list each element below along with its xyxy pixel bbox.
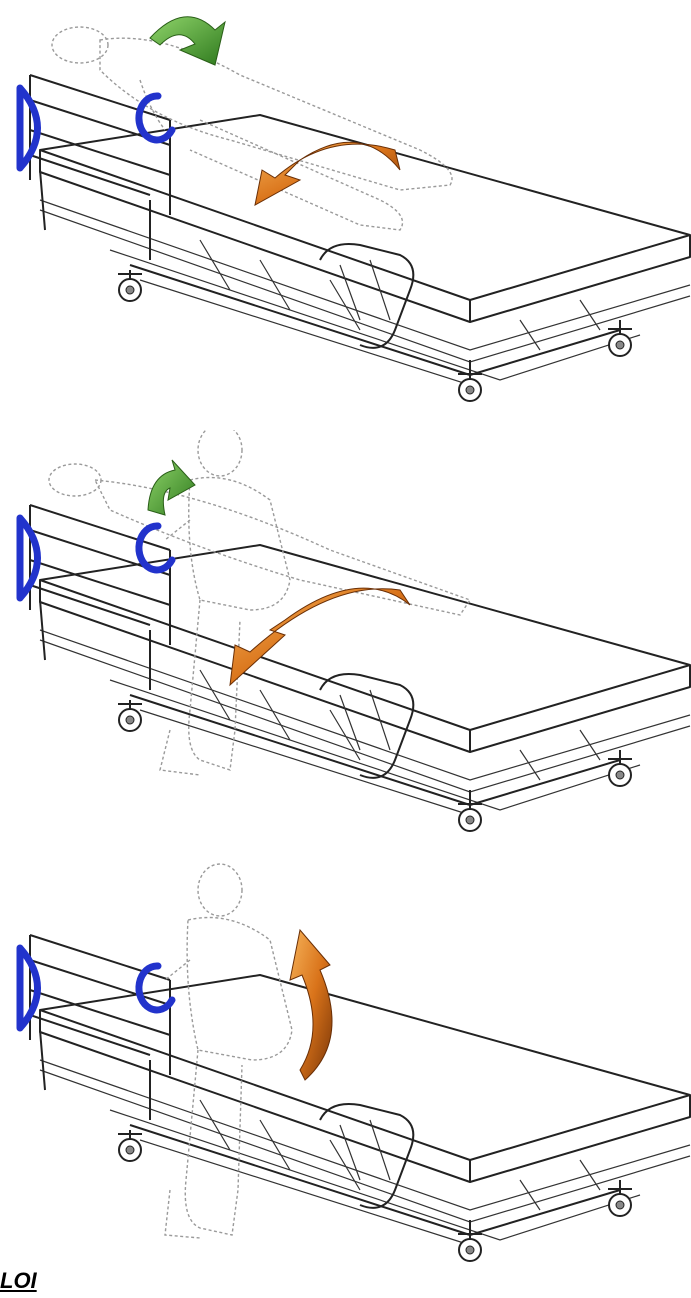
wheel-icon [118,1134,142,1161]
step-1-panel [0,0,691,430]
step-3-illustration [0,860,691,1290]
wheel-icon [118,274,142,301]
green-curved-arrow [150,17,225,65]
wheel-icon [458,1234,482,1261]
step-2-panel [0,430,691,860]
orange-curved-arrow [255,142,400,205]
hand-loop-icon [139,526,172,570]
caption-label: LOI [0,1268,37,1294]
lying-person-figure [52,27,452,230]
orange-curved-arrow [230,588,410,685]
ghost-lying-figure [49,464,470,615]
hospital-bed [30,935,690,1245]
orange-curved-arrow [290,930,332,1080]
hospital-bed [30,505,690,815]
wheel-icon [118,704,142,731]
wheel-icon [458,374,482,401]
green-curved-arrow [148,460,195,515]
hand-loop-icon [139,966,172,1010]
hand-loop-icon [139,96,172,140]
hospital-bed [30,75,690,385]
step-1-illustration [0,0,691,430]
step-3-panel [0,860,691,1290]
wheel-icon [458,804,482,831]
step-2-illustration [0,430,691,860]
